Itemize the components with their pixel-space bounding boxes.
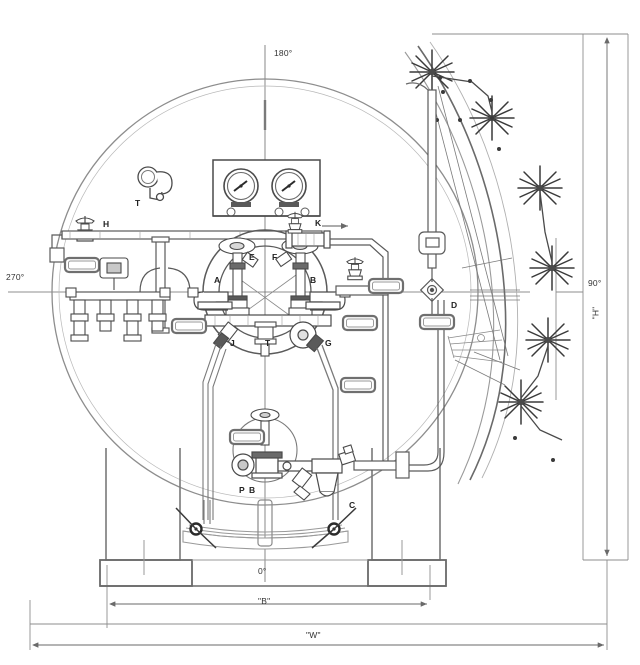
manifold-center-boss <box>254 321 277 357</box>
base-frame <box>99 448 447 587</box>
dimension-label-H: "H" <box>590 306 601 320</box>
valve-k-hatch <box>297 233 315 246</box>
callout-B-lower: B <box>249 485 256 495</box>
upper-right-pipe-run <box>330 238 389 470</box>
spray-nozzle <box>498 379 544 425</box>
callout-K: K <box>315 218 322 228</box>
callout-C: C <box>349 500 356 510</box>
pressure-gauge-right <box>271 168 310 217</box>
vessel-shell-inner <box>58 85 472 499</box>
spray-connecting-tube <box>431 75 563 441</box>
callout-G: G <box>325 338 332 348</box>
clock-position-270: 270° <box>6 272 25 282</box>
spray-nozzle <box>409 49 455 95</box>
callout-T-center: T <box>265 338 271 348</box>
header-tee-left <box>99 257 129 290</box>
callout-A: A <box>214 275 221 285</box>
callout-H: H <box>103 219 110 229</box>
valve-k-body <box>285 230 331 249</box>
callout-F: F <box>272 252 278 262</box>
right-standpipe <box>418 89 446 318</box>
valve-e-linkage <box>241 251 259 268</box>
connector-j <box>212 321 239 350</box>
valve-k-bonnet <box>286 211 304 234</box>
strainer-assembly <box>311 458 343 497</box>
tag-plate <box>418 313 456 331</box>
clock-position-90: 90° <box>588 278 602 288</box>
clock-position-0: 0° <box>258 566 267 576</box>
strainer-top-valve <box>338 444 357 466</box>
tag-plate <box>339 376 377 394</box>
spray-nozzle <box>517 165 563 211</box>
left-valve-manifold <box>65 287 171 342</box>
spray-tube-nodes <box>435 76 555 462</box>
clock-position-180: 180° <box>274 48 293 58</box>
left-lower-drop <box>203 500 211 524</box>
head-side-nozzle-left <box>187 287 199 298</box>
right-standpipe-head <box>405 82 429 91</box>
callout-J: J <box>230 338 235 348</box>
port-a <box>193 291 233 311</box>
lower-manifold-body <box>231 451 323 479</box>
callout-P: P <box>239 485 245 495</box>
valve-f-linkage <box>275 250 293 268</box>
callout-E: E <box>249 252 255 262</box>
dimension-label-B: "B" <box>258 596 271 606</box>
dimension-label-W: "W" <box>306 630 321 640</box>
tag-plate <box>228 428 266 446</box>
valve-right-mid <box>346 256 364 281</box>
callout-D: D <box>451 300 458 310</box>
saddle-tie-rods <box>175 507 357 549</box>
spray-nozzle <box>529 245 575 291</box>
transmitter-device-upper <box>137 166 173 202</box>
callout-B: B <box>310 275 317 285</box>
connector-g <box>289 321 325 353</box>
tag-plate <box>367 277 405 295</box>
tag-plate <box>341 314 379 332</box>
tag-plate <box>170 317 208 335</box>
callout-T-upper: T <box>135 198 141 208</box>
tag-plate <box>63 256 101 274</box>
lower-right-pipe-run <box>353 300 445 479</box>
spray-header-fan <box>447 329 504 363</box>
vessel-shell-outline <box>51 78 479 506</box>
saddle-center-post <box>257 499 273 547</box>
conduit-j-down <box>202 343 227 520</box>
lower-angle-valve <box>291 467 313 501</box>
spray-nozzle <box>525 317 571 363</box>
valve-e <box>218 237 256 317</box>
spray-header-rib-lines <box>429 85 521 386</box>
dimension-frame <box>432 33 629 561</box>
